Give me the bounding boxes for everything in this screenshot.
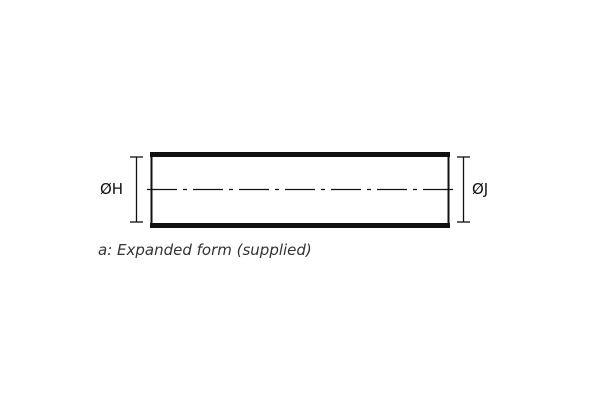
dimension-label-j: ØJ [472,180,489,198]
tube-bottom-wall [150,223,450,228]
dimension-label-h: ØH [100,180,124,198]
dimension-h [130,156,143,223]
dimension-j [457,156,470,223]
tube-top-wall [150,152,450,157]
caption: a: Expanded form (supplied) [98,241,312,259]
